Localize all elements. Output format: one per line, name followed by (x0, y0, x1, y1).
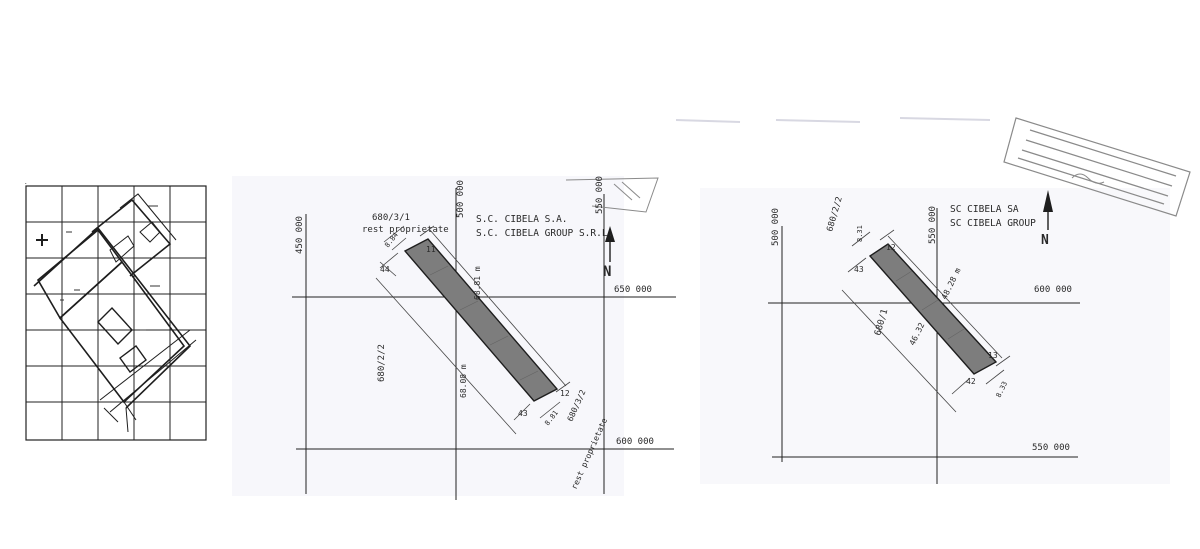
plot-plan-b: N 680/3/1 rest proprietate S.C. CIBELA S… (232, 176, 676, 500)
company-1-c: SC CIBELA SA (950, 204, 1019, 215)
parcel-top-sub-b: rest proprietate (362, 225, 449, 235)
north-label-b: N (603, 264, 611, 280)
parcel-top-label-b: 680/3/1 (372, 213, 410, 223)
point-42-c: 42 (966, 377, 976, 386)
parcel-hatch-c (895, 270, 965, 340)
sketch-annotation-ticks (60, 205, 160, 331)
coord-550000-horizontal-c: 550 000 (1032, 443, 1070, 453)
point-43-b: 43 (518, 409, 528, 418)
sketch-corner-mark: . (24, 179, 28, 186)
coordinate-grid-b (292, 188, 676, 500)
parcel-left-label-b: 680/2/2 (377, 344, 387, 382)
dimension-lines-b (375, 225, 571, 435)
point-12-c: 12 (886, 243, 896, 252)
coord-500000-b: 500 000 (456, 180, 466, 218)
faint-header-marks (675, 117, 991, 123)
point-11-b: 11 (426, 245, 436, 254)
coord-450000-b: 450 000 (295, 216, 305, 254)
point-43-c: 43 (854, 265, 864, 274)
company-1-b: S.C. CIBELA S.A. (476, 214, 568, 225)
sketch-property-outline (33, 193, 197, 433)
dim-long-bottom-b: 68.08 m (459, 364, 468, 398)
parcel-hatch-b (429, 265, 539, 381)
coord-550000-b: 550 000 (595, 176, 605, 214)
scan-smudge-c (700, 188, 1170, 484)
coord-600000-c: 600 000 (1034, 285, 1072, 295)
sketch-cross-marker (36, 234, 48, 246)
coord-650000-b: 650 000 (614, 285, 652, 295)
point-13-c: 13 (988, 351, 998, 360)
point-12-b: 12 (560, 389, 570, 398)
parcel-strip-c (868, 243, 998, 375)
dimension-lines-c (841, 229, 1011, 413)
point-44-b: 44 (380, 265, 390, 274)
plot-plan-c: N 680/2/2 SC CIBELA SA SC CIBELA GROUP 5… (675, 117, 1191, 484)
coordinate-grid-c (768, 208, 1080, 484)
north-arrow-b: N (603, 226, 615, 280)
coord-500000-c: 500 000 (771, 208, 781, 246)
north-arrow-c: N (1041, 190, 1053, 248)
dim-short-top-c: 8.31 (856, 225, 864, 242)
north-label-c: N (1041, 233, 1049, 248)
stamp-c (1003, 117, 1191, 217)
parcel-strip-b (403, 238, 559, 402)
stamp-fragment-b (565, 177, 659, 213)
dim-long-top-b: 68.81 m (473, 266, 482, 300)
coord-550000-vertical-c: 550 000 (928, 206, 938, 244)
company-2-c: SC CIBELA GROUP (950, 218, 1036, 229)
location-sketch: . (24, 179, 207, 441)
coord-600000-b: 600 000 (616, 437, 654, 447)
company-2-b: S.C. CIBELA GROUP S.R.L. (476, 228, 613, 239)
